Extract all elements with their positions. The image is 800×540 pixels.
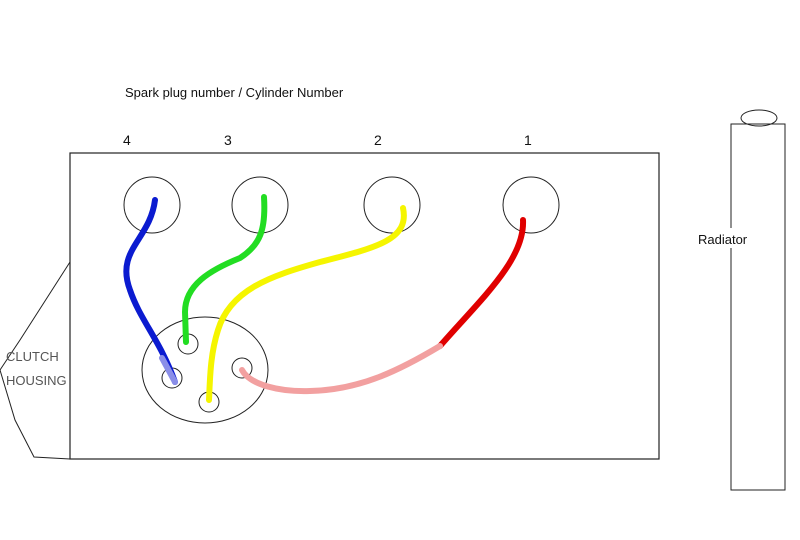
distributor-cap: [141, 316, 269, 424]
spark-plug-1: [502, 176, 560, 234]
wire-cylinder-4: [123, 197, 178, 385]
spark-plug-3: [231, 176, 289, 234]
header-label: Spark plug number / Cylinder Number: [125, 85, 344, 100]
radiator-label: Radiator: [698, 232, 748, 247]
wire-cylinder-2: [206, 205, 407, 403]
wire-cylinder-4-terminal-end: [159, 355, 178, 385]
radiator-label-bg: [694, 228, 754, 248]
cylinder-number-4: 4: [123, 132, 131, 148]
distributor-terminal-right: [231, 357, 253, 379]
engine-block: [69, 152, 660, 460]
radiator-cap: [740, 109, 778, 127]
clutch-housing-outline: [0, 261, 71, 460]
wire-cylinder-1: [437, 217, 527, 349]
spark-plug-2: [363, 176, 421, 234]
clutch-housing-label-line1: CLUTCH: [6, 349, 59, 364]
wire-cylinder-1-terminal-end: [239, 343, 443, 395]
clutch-housing-label-line2: HOUSING: [6, 373, 67, 388]
cylinder-number-2: 2: [374, 132, 382, 148]
cylinder-number-3: 3: [224, 132, 232, 148]
cylinder-number-1: 1: [524, 132, 532, 148]
spark-plug-4: [123, 176, 181, 234]
radiator: [730, 123, 786, 491]
wire-cylinder-3: [181, 194, 268, 345]
